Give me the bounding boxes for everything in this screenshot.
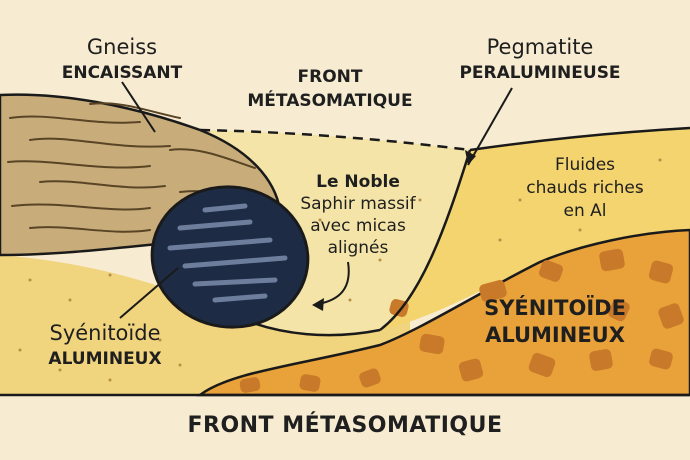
fluides-label-line1: Fluides (555, 155, 615, 175)
pegmatite-label: Pegmatite (487, 35, 594, 59)
sapphire-body (150, 185, 310, 329)
footer-title: FRONT MÉTASOMATIQUE (187, 412, 502, 438)
pegmatite-boundary (379, 149, 472, 331)
fluides-label-line2: chauds riches (526, 178, 644, 198)
metasomatic-front-dashed (199, 128, 471, 152)
syenitoide-left-label: Syénitoïde (50, 321, 161, 345)
pegmatite-arrowhead (465, 150, 476, 165)
gneiss-leader (121, 81, 156, 133)
orange-crystals (239, 248, 684, 393)
pegmatite-leader (467, 87, 513, 166)
syenitoide-right-label-line2: ALUMINEUX (485, 323, 625, 347)
fluid-zone (380, 128, 690, 330)
noble-arrowhead (312, 298, 324, 311)
gneiss-label: Gneiss (87, 35, 157, 59)
sapphire-mica-streaks (167, 203, 288, 303)
footer-band (0, 397, 690, 460)
noble-line2: Saphir massif (300, 194, 416, 214)
syenitoide-orange-zone (196, 228, 690, 397)
syenitoide-left-leader (119, 267, 179, 319)
noble-leader (317, 261, 350, 305)
noble-title: Le Noble (316, 172, 400, 192)
front-top-label-line2: MÉTASOMATIQUE (247, 89, 412, 111)
fluides-label-line3: en Al (564, 201, 607, 221)
gneiss-sublabel: ENCAISSANT (62, 63, 183, 83)
syenitoide-right-label-line1: SYÉNITOÏDE (484, 295, 626, 320)
syenitoide-left-sublabel: ALUMINEUX (48, 349, 161, 369)
leader-lines (119, 81, 513, 319)
noble-line4: alignés (328, 238, 389, 258)
pegmatite-sublabel: PERALUMINEUSE (459, 63, 620, 83)
noble-line3: avec micas (310, 216, 406, 236)
front-top-label-line1: FRONT (298, 67, 363, 87)
fluid-zone-top-boundary (469, 126, 690, 152)
